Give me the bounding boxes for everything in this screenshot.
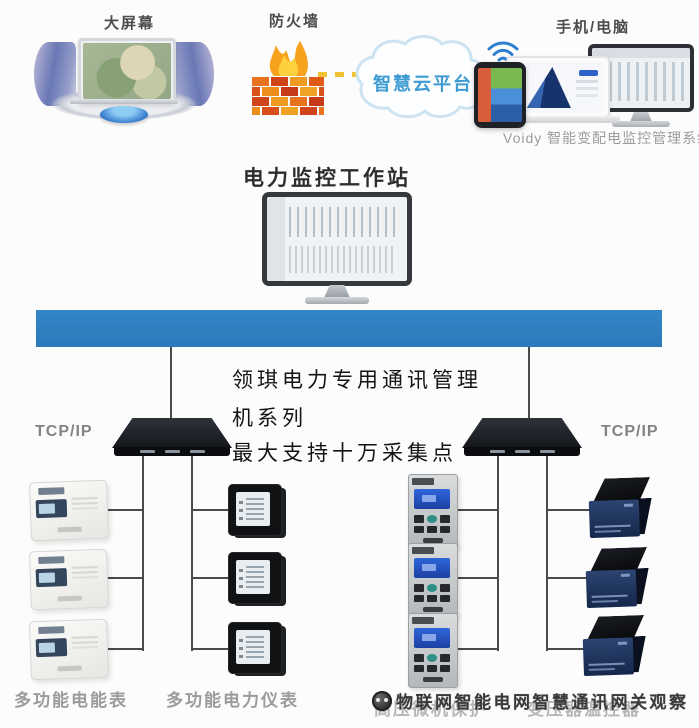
big-screen-label: 大屏幕 bbox=[104, 15, 156, 32]
watermark: 物联网智能电网智慧通讯网关观察 bbox=[372, 688, 689, 713]
workstation-monitor-graphic bbox=[262, 192, 412, 286]
client-devices-label: 手机/电脑 bbox=[556, 19, 631, 36]
dashed-link-firewall-cloud bbox=[318, 72, 360, 77]
laptop-base bbox=[498, 116, 620, 123]
watermark-text: 物联网智能电网智慧通讯网关观察 bbox=[396, 693, 689, 712]
watermark-logo-icon bbox=[372, 690, 392, 711]
video-wall-pedestal bbox=[100, 106, 148, 123]
tcpip-label-right: TCP/IP bbox=[601, 423, 659, 440]
series-text-line1: 领琪电力专用通讯管理 bbox=[232, 368, 482, 392]
power-meter-device bbox=[228, 622, 282, 674]
series-text-line2: 机系列 bbox=[232, 406, 307, 430]
temp-controller-device bbox=[582, 615, 648, 677]
monitor-chart-bars bbox=[599, 62, 685, 101]
desktop-monitor-base bbox=[612, 121, 670, 127]
video-wall-screen-base bbox=[70, 99, 178, 104]
power-meter-device bbox=[228, 484, 282, 536]
energy-meter-device bbox=[28, 618, 110, 681]
gateway-ports bbox=[114, 447, 230, 456]
rs485-bus-right-2 bbox=[546, 456, 548, 651]
stub-line bbox=[547, 509, 593, 511]
desktop-monitor-graphic bbox=[588, 44, 694, 112]
power-meter-device bbox=[228, 552, 282, 604]
bus-drop-left bbox=[170, 347, 172, 420]
stub-line bbox=[192, 509, 230, 511]
stub-line bbox=[102, 648, 143, 650]
monitor-toolbar bbox=[592, 48, 690, 58]
rs485-bus-left-1 bbox=[142, 456, 144, 651]
stub-line bbox=[547, 577, 593, 579]
rs485-bus-right-1 bbox=[497, 456, 499, 651]
laptop-chart-area bbox=[526, 67, 571, 108]
cloud-label: 智慧云平台 bbox=[373, 74, 473, 94]
protection-relay-device bbox=[408, 613, 458, 688]
map-image bbox=[83, 43, 171, 99]
video-wall-screen bbox=[78, 38, 176, 104]
stub-line bbox=[192, 648, 230, 650]
comm-gateway-right bbox=[462, 418, 582, 456]
energy-meter-label: 多功能电能表 bbox=[14, 691, 128, 710]
phone-graphic bbox=[474, 62, 526, 128]
protection-relay-device bbox=[408, 543, 458, 618]
tcpip-label-left: TCP/IP bbox=[35, 423, 93, 440]
stub-line bbox=[454, 577, 498, 579]
laptop-ui-rows bbox=[576, 80, 599, 83]
workstation-monitor-base bbox=[305, 297, 369, 304]
bus-drop-right bbox=[528, 347, 530, 418]
cloud-icon: 智慧云平台 bbox=[348, 34, 498, 124]
power-meter-label: 多功能电力仪表 bbox=[166, 691, 299, 710]
scada-sidebar bbox=[267, 197, 286, 281]
firewall-label: 防火墙 bbox=[269, 13, 321, 30]
series-text-line3: 最大支持十万采集点 bbox=[232, 441, 457, 465]
stub-line bbox=[454, 509, 498, 511]
phone-screen bbox=[478, 68, 522, 122]
stub-line bbox=[102, 509, 143, 511]
transformer-controller-label: 变压器温控器 bbox=[527, 700, 641, 719]
workstation-monitor-stand bbox=[324, 285, 350, 298]
workstation-title: 电力监控工作站 bbox=[243, 167, 411, 190]
rs485-bus-left-2 bbox=[191, 456, 193, 651]
stub-line bbox=[454, 648, 498, 650]
scada-diagram-band1 bbox=[289, 207, 402, 238]
video-wall-graphic bbox=[0, 0, 250, 140]
gateway-chassis bbox=[462, 418, 582, 448]
comm-gateway-left bbox=[112, 418, 232, 456]
gateway-ports bbox=[464, 447, 580, 456]
protection-relay-device bbox=[408, 474, 458, 549]
system-caption: Voidy 智能变配电监控管理系统 bbox=[503, 130, 699, 146]
energy-meter-device bbox=[28, 548, 110, 611]
energy-meter-device bbox=[28, 479, 110, 542]
temp-controller-device bbox=[585, 547, 651, 609]
stub-line bbox=[102, 577, 143, 579]
ethernet-bus-bar bbox=[36, 310, 662, 347]
scada-diagram-band2 bbox=[289, 245, 393, 273]
gateway-chassis bbox=[112, 418, 232, 448]
stub-line bbox=[547, 648, 593, 650]
temp-controller-device bbox=[588, 477, 654, 539]
stub-line bbox=[192, 577, 230, 579]
desktop-monitor-stand bbox=[630, 112, 652, 122]
laptop-ui-button bbox=[579, 70, 598, 76]
firewall-icon bbox=[252, 41, 324, 115]
hv-protection-label: 高压微机保护 bbox=[374, 700, 488, 719]
